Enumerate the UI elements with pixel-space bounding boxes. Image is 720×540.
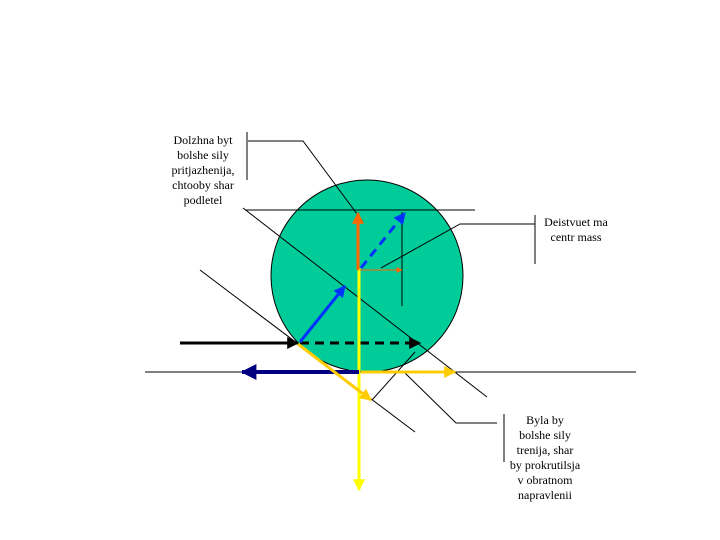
note-line: centr mass	[550, 230, 602, 244]
gravity-note: Dolzhna byt bolshe sily pritjazhenija, c…	[160, 133, 246, 208]
note-line: pritjazhenija,	[171, 163, 235, 177]
callout-friction-leader	[404, 372, 497, 424]
reaction-diagonal-arrow	[297, 342, 372, 402]
friction-note: Byla by bolshe sily trenija, shar by pro…	[505, 413, 585, 503]
callout-gravity-leader	[248, 140, 364, 223]
note-line: Byla by	[526, 413, 564, 427]
callout-center-leader	[380, 223, 535, 269]
note-line: trenija, shar	[516, 443, 574, 457]
center-mass-note: Deistvuet ma centr mass	[538, 215, 614, 245]
tangent-line-right	[242, 207, 488, 398]
note-line: chtooby shar	[172, 178, 234, 192]
velocity-arrow	[298, 285, 347, 343]
velocity-projection-arrow	[359, 212, 407, 269]
connector-line	[371, 351, 416, 401]
note-line: napravlenii	[518, 488, 572, 502]
note-line: podletel	[183, 193, 223, 207]
note-line: by prokrutilsja	[509, 458, 581, 472]
note-line: Deistvuet ma	[544, 215, 608, 229]
note-line: bolshe sily	[519, 428, 571, 442]
note-line: v obratnom	[517, 473, 573, 487]
note-line: Dolzhna byt	[173, 133, 233, 147]
note-line: bolshe sily	[177, 148, 229, 162]
